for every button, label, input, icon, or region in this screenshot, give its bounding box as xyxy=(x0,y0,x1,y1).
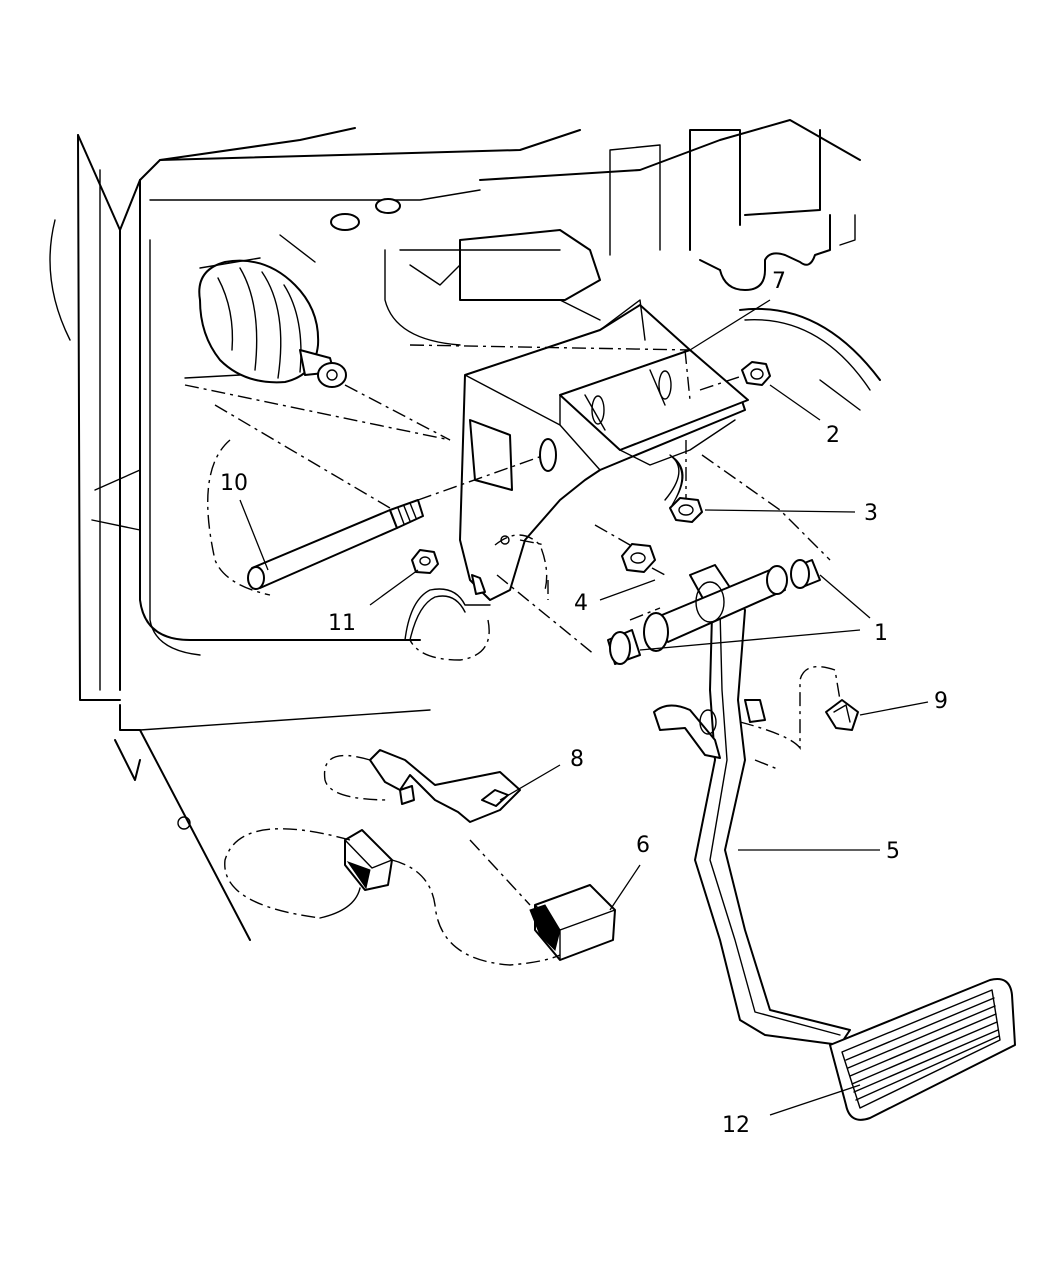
callout-2: 2 xyxy=(826,423,840,448)
brake-booster-boot xyxy=(184,234,347,388)
pedal-support-bracket xyxy=(459,299,749,601)
callout-labels: 7 2 3 4 1 9 8 6 5 10 11 12 xyxy=(220,269,948,1138)
callout-7: 7 xyxy=(772,269,786,294)
nut-part-3 xyxy=(669,497,703,523)
leader-lines xyxy=(239,299,929,1116)
stop-lamp-switch-bracket xyxy=(369,749,521,823)
pedal-bushings xyxy=(607,559,821,665)
stop-lamp-switch xyxy=(529,884,616,961)
callout-1: 1 xyxy=(874,621,888,646)
nut-part-4 xyxy=(621,543,656,573)
nut-part-2 xyxy=(741,361,771,386)
retainer-clip xyxy=(825,699,859,731)
callout-11: 11 xyxy=(328,611,356,636)
callout-3: 3 xyxy=(864,501,878,526)
vehicle-body-structure xyxy=(49,119,881,941)
brake-pedal-arm xyxy=(643,564,851,1046)
callout-9: 9 xyxy=(934,689,948,714)
callout-8: 8 xyxy=(570,747,584,772)
assembly-lines xyxy=(184,344,841,966)
pedal-pivot-bolt xyxy=(247,499,424,590)
wiring-connector xyxy=(319,829,393,919)
brake-pedal-pad xyxy=(829,978,1016,1121)
callout-12: 12 xyxy=(722,1113,750,1138)
nut-part-11 xyxy=(411,549,439,574)
callout-10: 10 xyxy=(220,471,248,496)
wire-harness xyxy=(404,588,491,641)
callout-5: 5 xyxy=(886,839,900,864)
callout-6: 6 xyxy=(636,833,650,858)
callout-4: 4 xyxy=(574,591,588,616)
